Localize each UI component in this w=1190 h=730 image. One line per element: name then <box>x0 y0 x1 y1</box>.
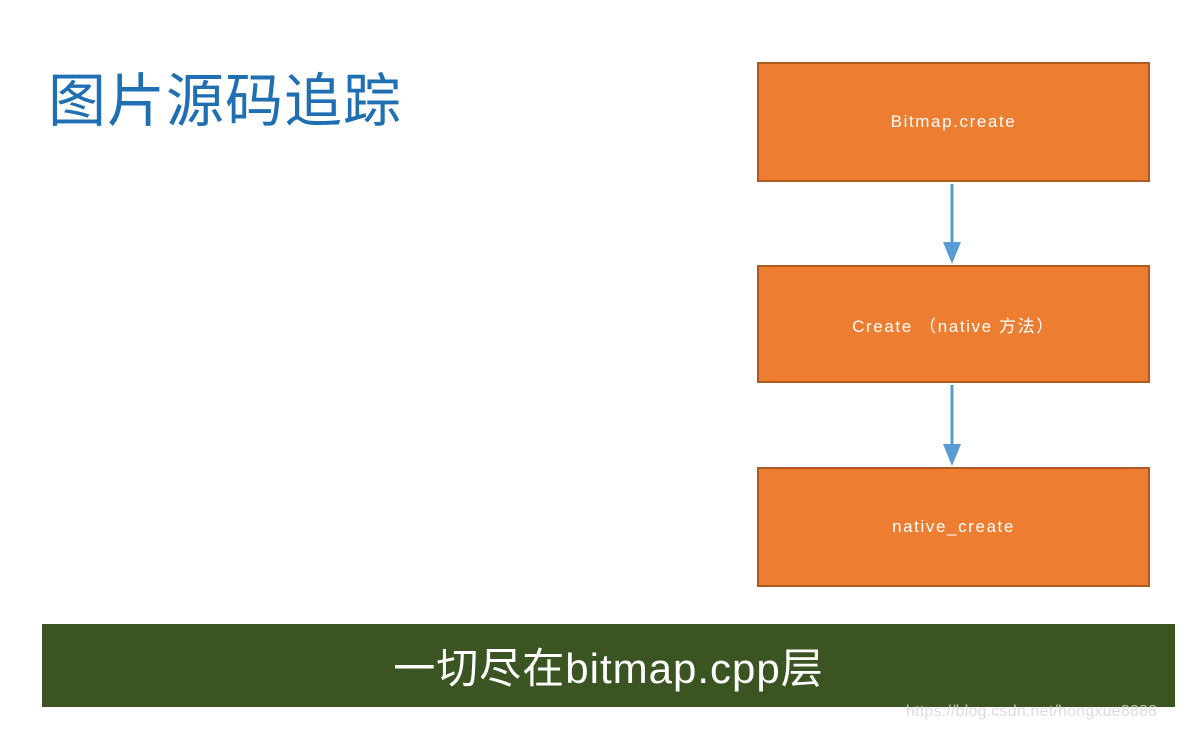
flow-box-label: Bitmap.create <box>890 112 1017 131</box>
bottom-banner: 一切尽在bitmap.cpp层 <box>42 624 1175 707</box>
flow-box-label: Create （native 方法） <box>852 316 1055 336</box>
flow-box-native-create[interactable]: native_create <box>757 467 1150 587</box>
flow-box-label: native_create <box>892 517 1015 536</box>
arrow-down-icon <box>940 184 964 264</box>
bottom-banner-label: 一切尽在bitmap.cpp层 <box>393 645 824 692</box>
flow-box-create-native[interactable]: Create （native 方法） <box>757 265 1150 383</box>
watermark: https://blog.csdn.net/hongxue8888 <box>906 703 1158 720</box>
page-title: 图片源码追踪 <box>48 69 403 134</box>
arrow-down-icon <box>940 385 964 466</box>
flow-box-bitmap-create[interactable]: Bitmap.create <box>757 62 1150 182</box>
